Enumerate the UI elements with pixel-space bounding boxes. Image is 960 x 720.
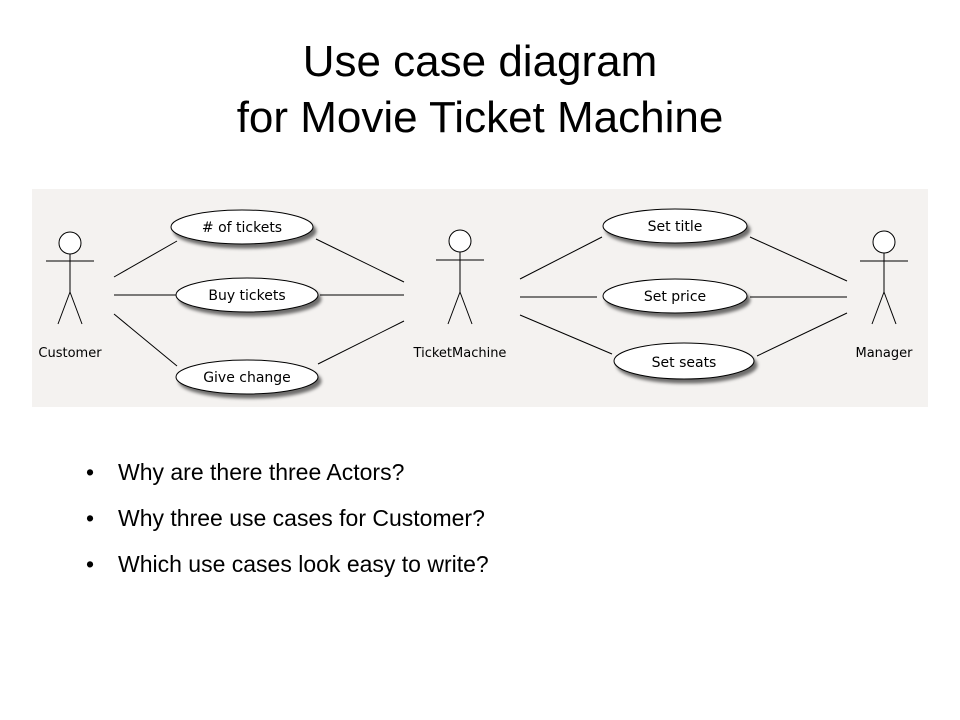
- slide-title: Use case diagram for Movie Ticket Machin…: [0, 34, 960, 146]
- bullet-dot-icon: •: [86, 505, 95, 531]
- assoc-num-tickets-machine: [315, 238, 405, 283]
- actor-customer-head: [58, 231, 82, 255]
- diagram-background: [32, 189, 928, 407]
- use-case-diagram-svg: # of tickets Buy tickets Give change Set…: [32, 189, 928, 407]
- use-case-set-title: Set title: [602, 208, 748, 244]
- use-case-give-change-label: Give change: [203, 370, 291, 386]
- actor-customer-left-leg: [57, 291, 71, 325]
- slide-title-line-1: Use case diagram: [302, 37, 658, 86]
- association-lines: [113, 236, 848, 367]
- use-case-give-change: Give change: [175, 359, 319, 395]
- assoc-machine-set-title: [519, 236, 603, 280]
- bullet-text: Why are there three Actors?: [118, 459, 405, 485]
- use-case-set-price: Set price: [602, 278, 748, 314]
- use-case-num-tickets-label: # of tickets: [202, 220, 282, 236]
- actor-ticket-machine-head: [448, 229, 472, 253]
- bullet-text: Why three use cases for Customer?: [118, 505, 485, 531]
- actor-manager-head: [872, 230, 896, 254]
- slide-title-line-2: for Movie Ticket Machine: [236, 93, 724, 142]
- bullet-list: • Why are there three Actors? • Why three …: [86, 452, 489, 590]
- actor-manager-label: Manager: [856, 346, 914, 361]
- actor-ticket-machine-right-leg: [459, 291, 473, 325]
- use-case-set-price-label: Set price: [644, 289, 706, 305]
- actor-customer: [46, 231, 94, 325]
- use-case-set-seats: Set seats: [613, 342, 755, 380]
- assoc-set-seats-manager: [756, 312, 848, 357]
- actor-ticket-machine-left-leg: [447, 291, 461, 325]
- assoc-customer-num-tickets: [113, 240, 178, 278]
- bullet-item: • Which use cases look easy to write?: [86, 544, 489, 590]
- assoc-set-title-manager: [749, 236, 848, 282]
- assoc-machine-set-seats: [519, 314, 613, 355]
- actor-customer-label: Customer: [38, 346, 102, 361]
- use-case-set-title-label: Set title: [648, 219, 703, 235]
- actor-ticket-machine: [436, 229, 484, 325]
- bullet-dot-icon: •: [86, 459, 95, 485]
- actor-customer-right-leg: [69, 291, 83, 325]
- bullet-item: • Why three use cases for Customer?: [86, 498, 489, 544]
- actor-manager: [860, 230, 908, 325]
- actor-manager-right-leg: [883, 291, 897, 325]
- assoc-give-change-machine: [317, 320, 405, 365]
- use-case-diagram: # of tickets Buy tickets Give change Set…: [32, 189, 928, 407]
- use-case-num-tickets: # of tickets: [170, 209, 314, 245]
- bullet-dot-icon: •: [86, 551, 95, 577]
- use-case-set-seats-label: Set seats: [652, 355, 717, 371]
- bullet-text: Which use cases look easy to write?: [118, 551, 489, 577]
- actor-ticket-machine-label: TicketMachine: [413, 346, 507, 361]
- assoc-customer-give-change: [113, 313, 178, 367]
- bullet-item: • Why are there three Actors?: [86, 452, 489, 498]
- use-case-buy-tickets: Buy tickets: [175, 277, 319, 313]
- use-case-buy-tickets-label: Buy tickets: [208, 288, 285, 304]
- actor-manager-left-leg: [871, 291, 885, 325]
